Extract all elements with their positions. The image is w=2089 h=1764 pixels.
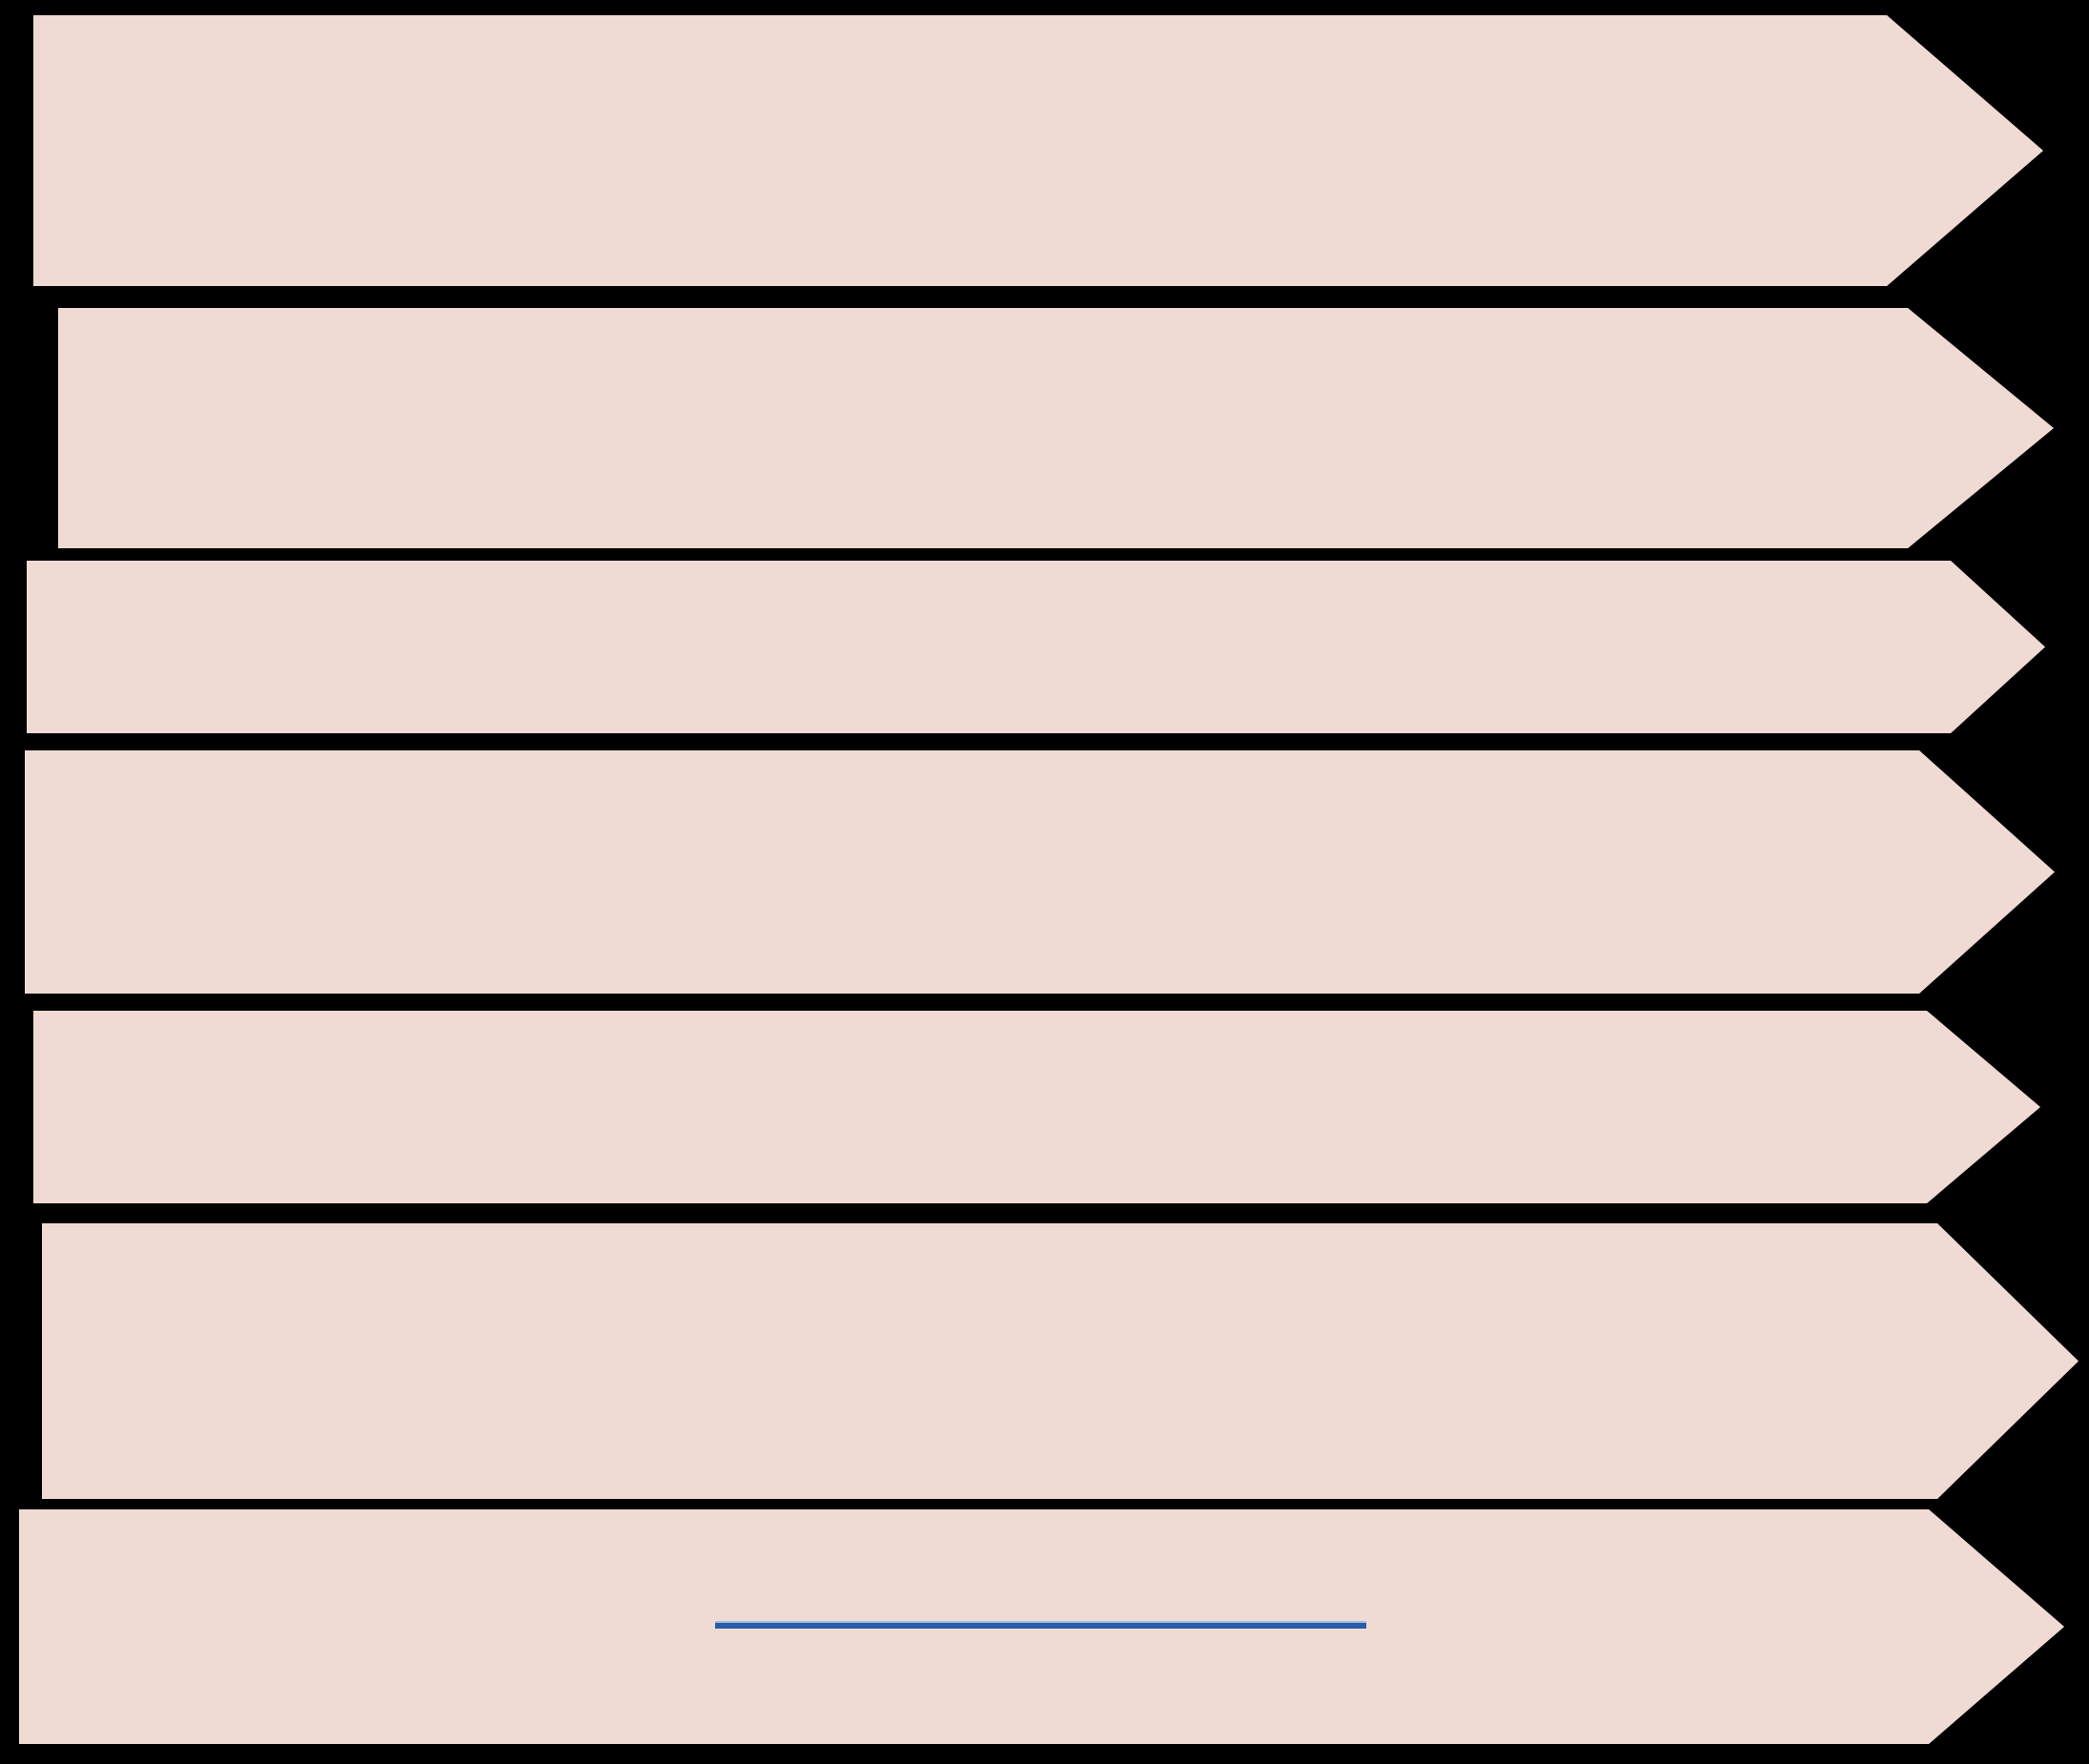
arrow-banner-3[interactable] (27, 561, 2045, 733)
arrow-banner-1[interactable] (33, 15, 2043, 286)
hyperlink-underline[interactable] (715, 1621, 1366, 1629)
arrow-banner-5[interactable] (33, 1011, 2040, 1203)
arrow-banner-4[interactable] (25, 750, 2055, 994)
arrow-banner-6[interactable] (42, 1223, 2079, 1499)
arrow-banner-2[interactable] (58, 308, 2054, 548)
